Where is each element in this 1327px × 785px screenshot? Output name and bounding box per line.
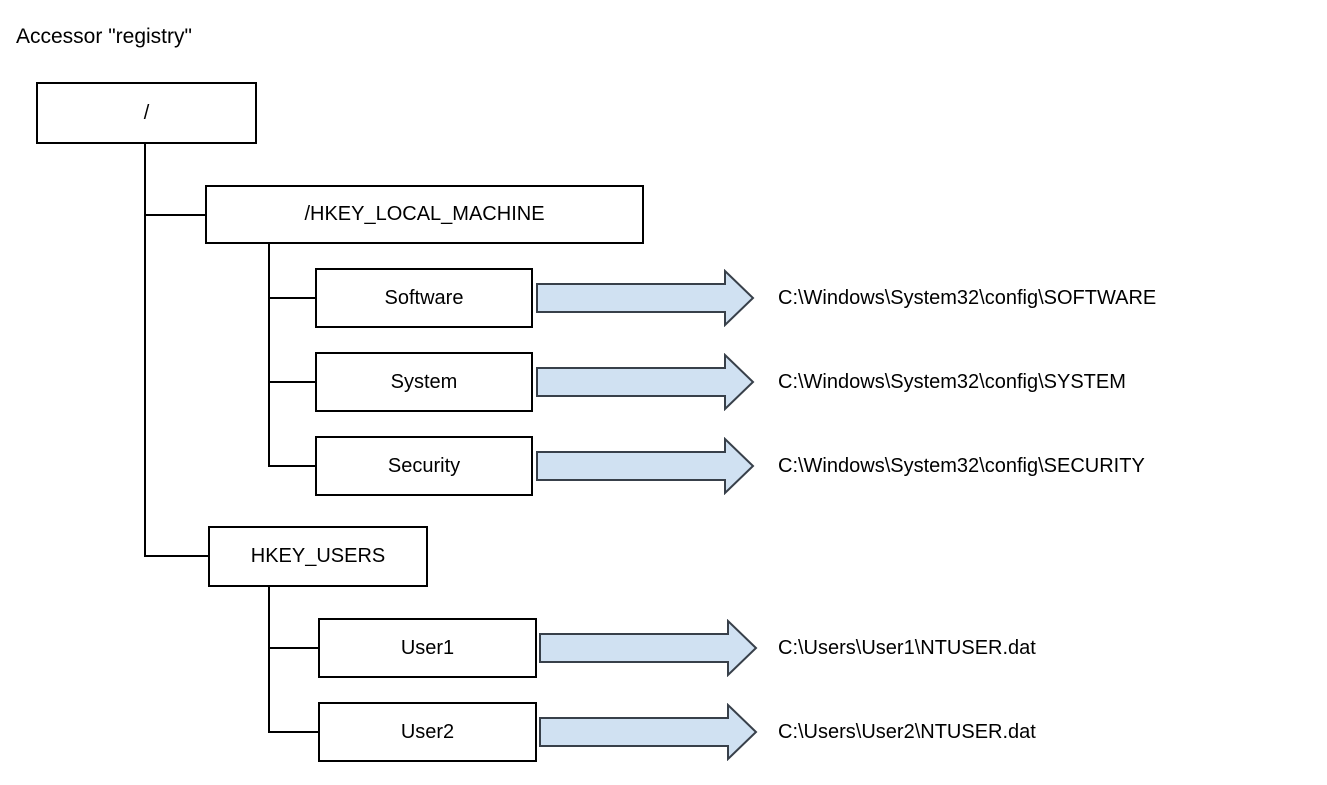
connector-system-branch <box>268 381 315 383</box>
right-block-arrow-icon <box>539 619 759 677</box>
connector-user1-branch <box>268 647 318 649</box>
tree-node-root: / <box>36 82 257 144</box>
connector-user2-branch <box>268 731 318 733</box>
tree-node-system-label: System <box>390 370 458 393</box>
tree-node-software-label: Software <box>384 286 464 309</box>
file-path-label-software: C:\Windows\System32\config\SOFTWARE <box>778 286 1157 309</box>
tree-node-user1-label: User1 <box>400 636 455 659</box>
tree-node-hkey-local-machine: /HKEY_LOCAL_MACHINE <box>205 185 644 244</box>
right-block-arrow-icon <box>536 269 756 327</box>
connector-hklm-branch <box>144 214 205 216</box>
tree-node-root-label: / <box>143 101 150 124</box>
diagram-title: Accessor "registry" <box>16 25 192 48</box>
connector-root-vertical <box>144 144 146 557</box>
tree-node-user2: User2 <box>318 702 537 762</box>
tree-node-security: Security <box>315 436 533 496</box>
file-path-label-system: C:\Windows\System32\config\SYSTEM <box>778 370 1126 393</box>
tree-node-software: Software <box>315 268 533 328</box>
connector-hklm-vertical <box>268 244 270 466</box>
tree-node-hkey-users: HKEY_USERS <box>208 526 428 587</box>
tree-node-system: System <box>315 352 533 412</box>
connector-hkey-users-branch <box>144 555 208 557</box>
tree-node-hkey-local-machine-label: /HKEY_LOCAL_MACHINE <box>304 203 545 225</box>
file-path-label-security: C:\Windows\System32\config\SECURITY <box>778 454 1145 477</box>
connector-software-branch <box>268 297 315 299</box>
file-path-label-user2: C:\Users\User2\NTUSER.dat <box>778 720 1036 743</box>
right-block-arrow-icon <box>536 437 756 495</box>
connector-security-branch <box>268 465 315 467</box>
right-block-arrow-icon <box>536 353 756 411</box>
tree-node-user1: User1 <box>318 618 537 678</box>
tree-node-security-label: Security <box>387 454 461 477</box>
connector-hkey-users-vertical <box>268 587 270 733</box>
file-path-label-user1: C:\Users\User1\NTUSER.dat <box>778 636 1036 659</box>
right-block-arrow-icon <box>539 703 759 761</box>
tree-node-hkey-users-label: HKEY_USERS <box>250 545 386 567</box>
tree-node-user2-label: User2 <box>400 720 455 743</box>
